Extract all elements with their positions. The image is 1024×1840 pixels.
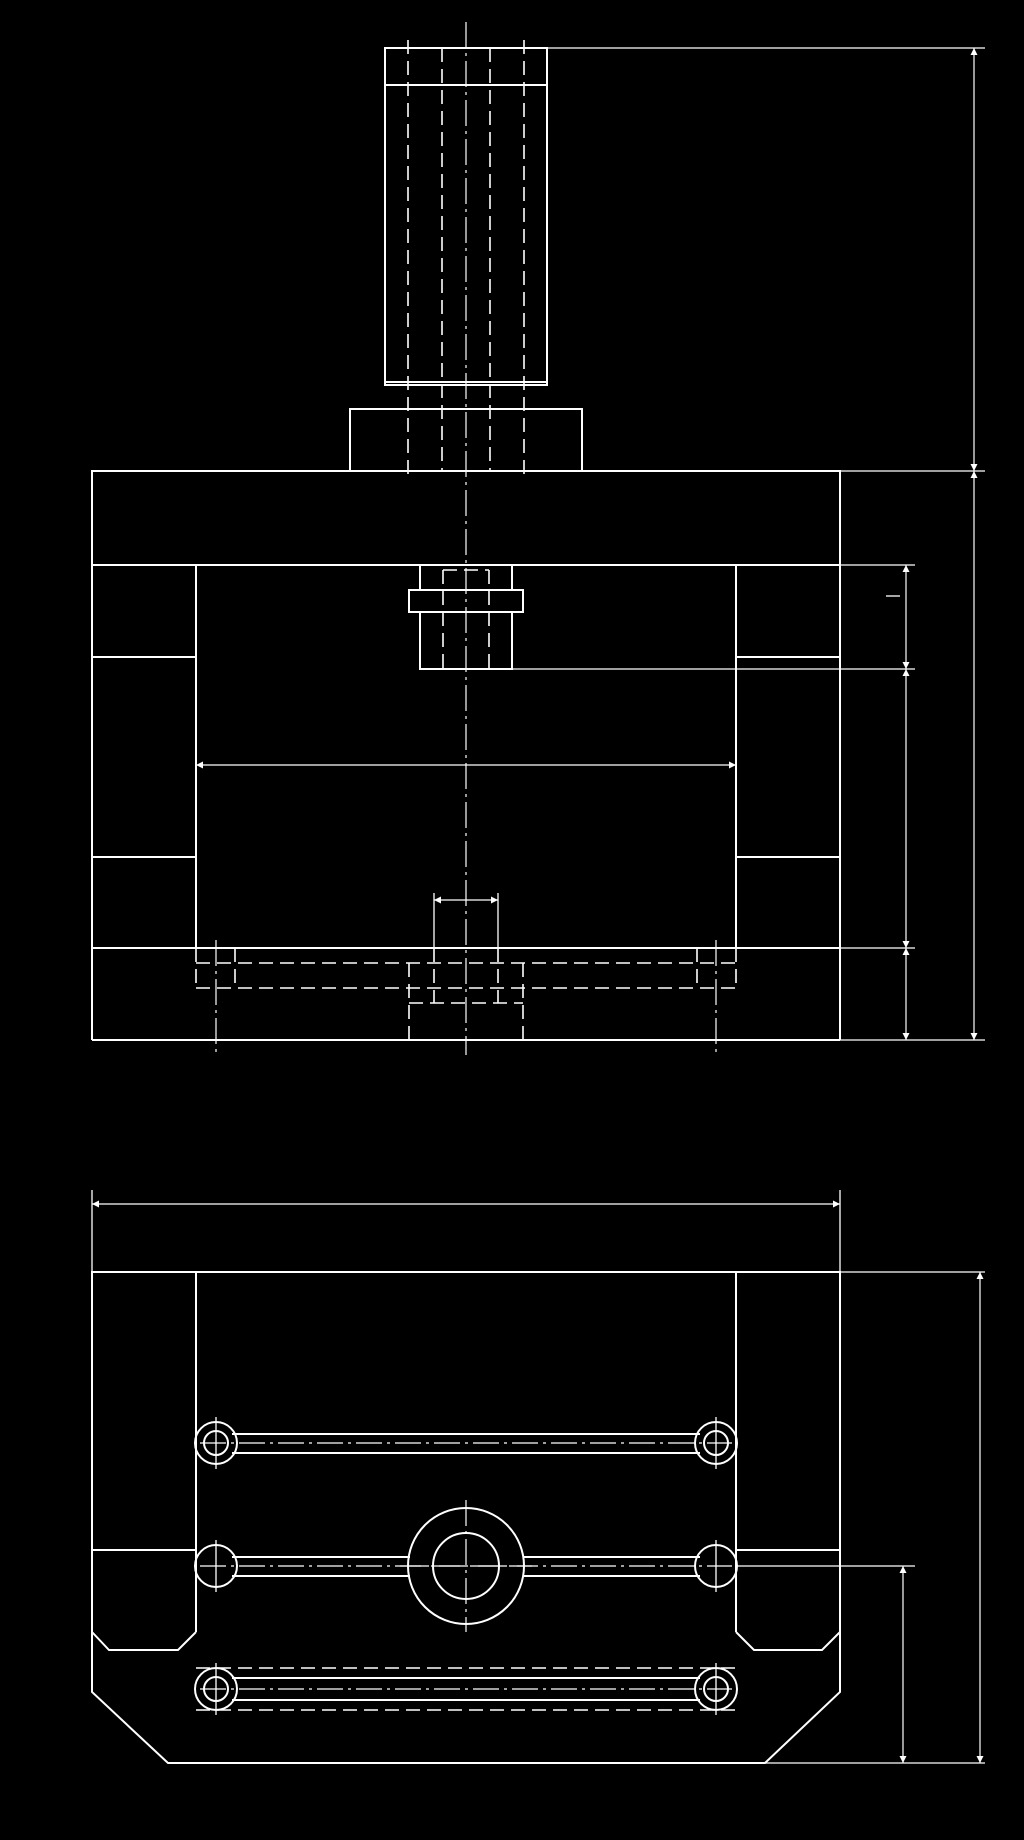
frame-body xyxy=(91,565,841,1041)
central-boss xyxy=(400,1500,532,1632)
top-height-dimensions xyxy=(736,1271,985,1764)
front-view xyxy=(91,22,985,1055)
bolt-hole-5 xyxy=(194,1663,238,1715)
bolt-hole-2 xyxy=(694,1417,738,1469)
bolt-hole-6 xyxy=(694,1663,738,1715)
bolt-hole-1 xyxy=(194,1417,238,1469)
top-view xyxy=(91,1190,985,1764)
overall-width-dimension xyxy=(91,1190,841,1272)
slot-width-dimension xyxy=(433,893,499,948)
guide-rods xyxy=(196,1433,736,1711)
base-hidden-slots xyxy=(195,940,737,1052)
front-height-dimensions xyxy=(512,47,985,1041)
bolt-hole-3 xyxy=(194,1540,238,1592)
cylinder-rod xyxy=(384,40,548,478)
punch-nut xyxy=(408,564,524,670)
